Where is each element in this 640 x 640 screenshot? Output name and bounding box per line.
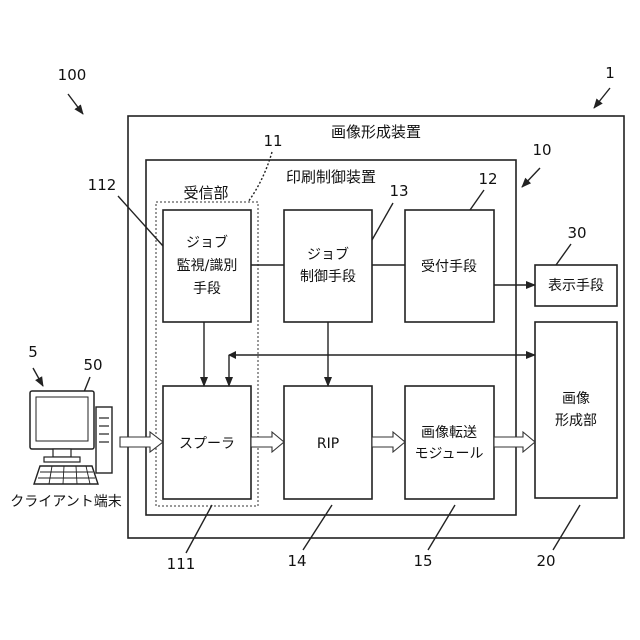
receiver-section-title: 受信部 <box>183 184 228 202</box>
display-number: 30 <box>567 224 586 242</box>
job-control-label-line-2: 制御手段 <box>300 269 356 285</box>
receiver-section-number: 11 <box>263 132 282 150</box>
device-number: 1 <box>605 64 615 82</box>
job-monitor-label-line-3: 手段 <box>193 281 221 297</box>
acceptance-label: 受付手段 <box>421 259 477 275</box>
job-monitor-label-line-1: ジョブ <box>186 234 228 251</box>
spooler-label: スプーラ <box>179 436 235 452</box>
image-former-label-line-2: 形成部 <box>555 413 597 429</box>
job-monitor-label-line-2: 監視/識別 <box>177 257 238 274</box>
client-pointer-arrow <box>33 368 43 386</box>
spooler-number: 111 <box>167 555 196 573</box>
transfer-box <box>405 386 494 499</box>
acceptance-number: 12 <box>478 170 497 188</box>
job-control-number: 13 <box>389 182 408 200</box>
image-former-box <box>535 322 617 498</box>
rip-number: 14 <box>287 552 306 570</box>
job-monitor-number: 112 <box>88 176 117 194</box>
rip-label: RIP <box>317 436 339 452</box>
apparatus-number: 100 <box>58 66 87 84</box>
client-number: 5 <box>28 343 38 361</box>
job-control-label-line-1: ジョブ <box>307 246 349 263</box>
transfer-label-line-1: 画像転送 <box>421 425 477 441</box>
print-controller-number: 10 <box>532 141 551 159</box>
client-computer-icon <box>30 391 112 484</box>
job-control-box <box>284 210 372 322</box>
print-controller-title: 印刷制御装置 <box>286 168 376 186</box>
image-former-number: 20 <box>536 552 555 570</box>
transfer-number: 15 <box>413 552 432 570</box>
apparatus-pointer-arrow <box>68 94 83 114</box>
image-forming-device-title: 画像形成装置 <box>331 123 421 141</box>
display-label: 表示手段 <box>548 278 604 294</box>
image-former-label-line-1: 画像 <box>562 391 590 407</box>
client-terminal-label: クライアント端末 <box>10 494 121 510</box>
transfer-label-line-2: モジュール <box>414 446 483 462</box>
computer-number: 50 <box>83 356 102 374</box>
device-pointer-arrow <box>594 88 610 108</box>
